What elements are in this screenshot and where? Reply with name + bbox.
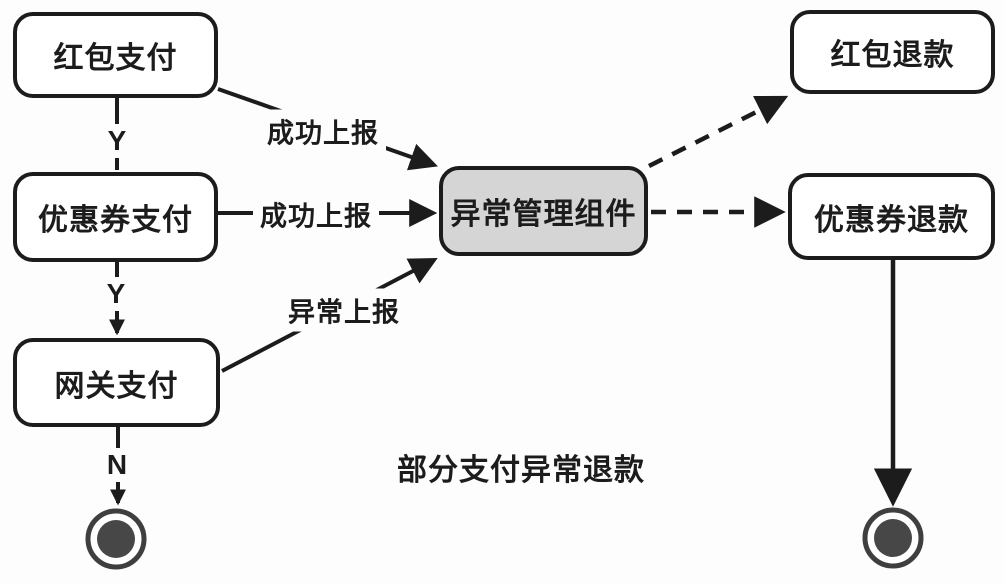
node-hongbao-pay: 红包支付 [13, 12, 218, 98]
diagram-caption: 部分支付异常退款 [397, 454, 645, 487]
edge-label-exception-report: 异常上报 [281, 288, 407, 332]
edge-label-success-report-1: 成功上报 [260, 109, 386, 153]
end-state-right-core [874, 519, 912, 557]
node-coupon-pay: 优惠券支付 [13, 172, 218, 262]
edge-exception-to-hongbao-refund-line [647, 95, 789, 169]
branch-label-n: N [96, 448, 138, 482]
node-hongbao-refund: 红包退款 [790, 10, 995, 94]
node-coupon-refund: 优惠券退款 [788, 173, 995, 260]
node-exception-manager: 异常管理组件 [439, 166, 648, 256]
end-state-left [85, 508, 147, 570]
node-gateway-pay: 网关支付 [13, 338, 220, 427]
edge-label-success-report-2: 成功上报 [253, 192, 379, 236]
branch-label-y2: Y [96, 277, 136, 311]
end-state-left-core [97, 520, 135, 558]
end-state-right [862, 507, 924, 569]
branch-label-y1: Y [97, 124, 137, 158]
